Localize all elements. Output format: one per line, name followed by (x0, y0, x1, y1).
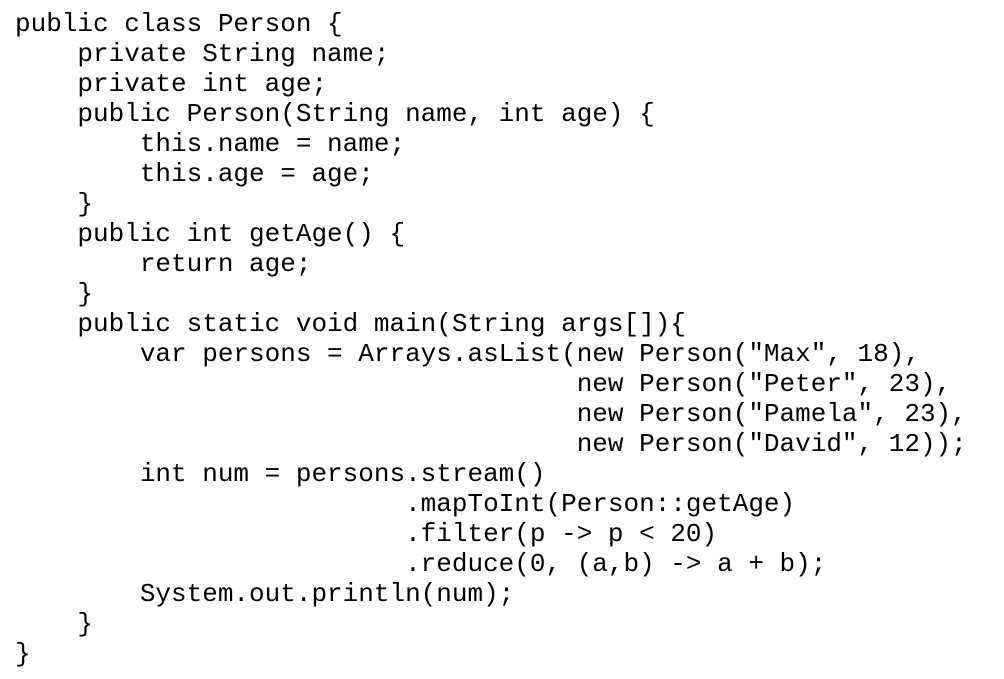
code-line: int num = persons.stream() (15, 459, 546, 489)
code-line: public static void main(String args[]){ (15, 309, 686, 339)
code-line: this.age = age; (15, 159, 374, 189)
code-line: public int getAge() { (15, 219, 406, 249)
code-line: var persons = Arrays.asList(new Person("… (15, 339, 920, 369)
code-line: public class Person { (15, 9, 343, 39)
code-line: private String name; (15, 39, 390, 69)
code-line: new Person("David", 12)); (15, 429, 967, 459)
code-block: public class Person { private String nam… (15, 9, 967, 669)
code-line: .mapToInt(Person::getAge) (15, 489, 796, 519)
code-line: public Person(String name, int age) { (15, 99, 655, 129)
code-line: } (15, 609, 94, 639)
code-line: return age; (15, 249, 312, 279)
code-line: new Person("Peter", 23), (15, 369, 952, 399)
code-line: new Person("Pamela", 23), (15, 399, 967, 429)
code-line: } (15, 189, 94, 219)
code-line: this.name = name; (15, 129, 406, 159)
code-line: .filter(p -> p < 20) (15, 519, 718, 549)
code-line: private int age; (15, 69, 328, 99)
code-line: System.out.println(num); (15, 579, 515, 609)
code-line: } (15, 639, 31, 669)
code-line: .reduce(0, (a,b) -> a + b); (15, 549, 827, 579)
code-line: } (15, 279, 94, 309)
